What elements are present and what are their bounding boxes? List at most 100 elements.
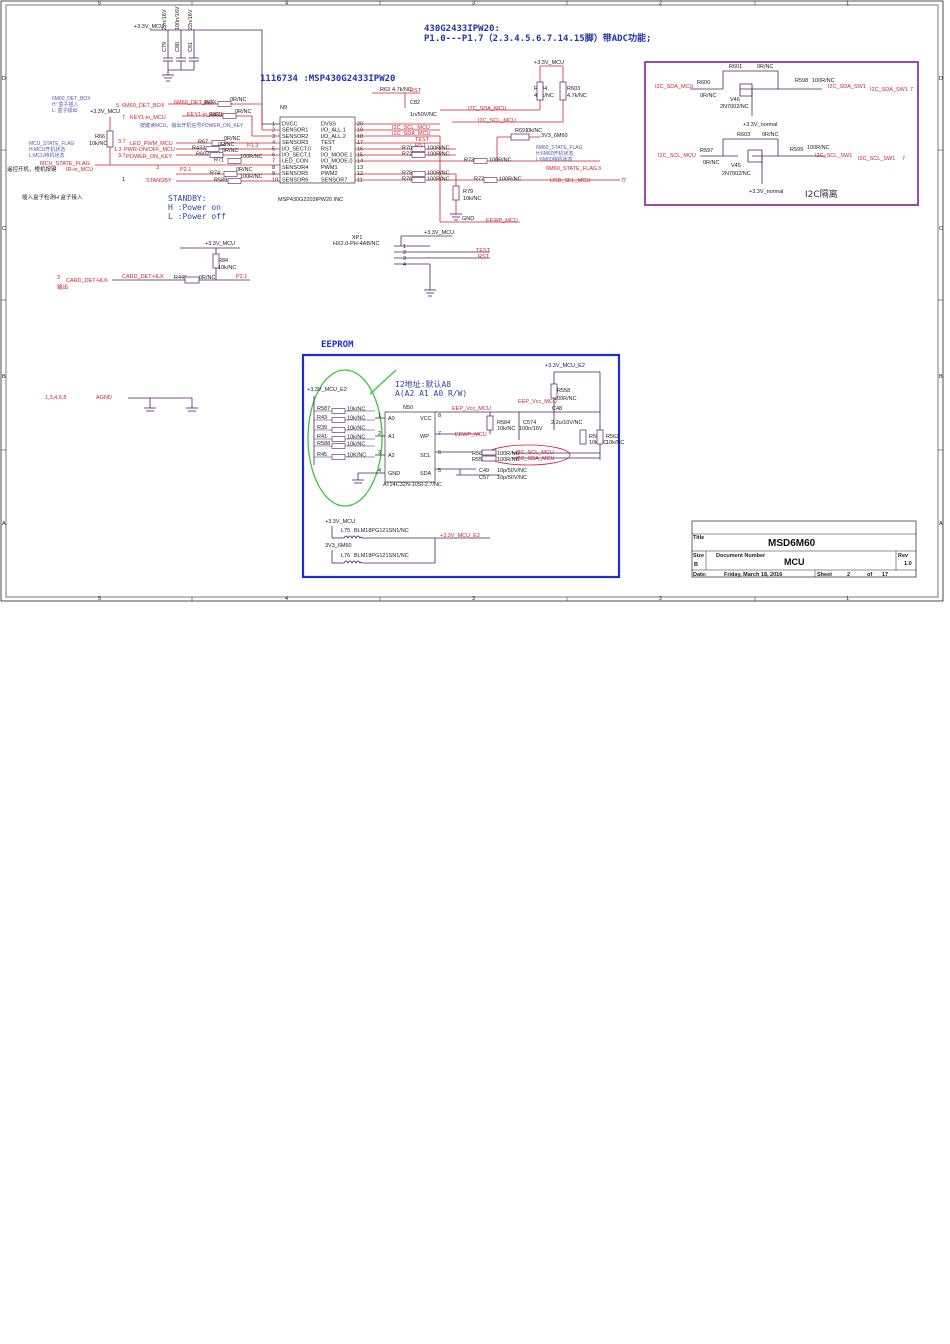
r599-ref: R599 <box>790 147 803 153</box>
i2c-sda-mcu: I2C_SDA_MCU <box>655 84 694 90</box>
r565-value: 100R/NC <box>497 451 520 457</box>
net-3v3-6m60: 3V3_6M60 <box>541 133 568 139</box>
r584-ref: R584 <box>497 420 510 426</box>
cap-labels: C79 22n/16V C80 100n/16V C81 22n/16V <box>162 6 194 52</box>
r561-body <box>579 429 587 445</box>
mcu-n9-body <box>279 116 356 184</box>
resistor-value: 10k/NC <box>347 407 365 413</box>
resistor-ref: R602 <box>196 152 209 158</box>
r600-ref: R600 <box>697 80 710 86</box>
port-num: 3.7 <box>118 153 126 159</box>
col-label: 5 <box>98 1 101 7</box>
r561-ref: R561 <box>589 434 602 440</box>
r63-value: 4.7k/NC <box>392 87 412 93</box>
net-rst: RST <box>415 143 427 149</box>
mcu-pin-number: 8 <box>272 165 275 171</box>
sig-power-on: POWER_ON_KEY <box>126 154 172 160</box>
mcu-pin-name: I/O_MODE.0 <box>321 159 352 165</box>
r559-body <box>481 455 497 462</box>
resistor-value: 0R/NC <box>224 136 241 142</box>
mcu-pin-name: I/O_SECT.1 <box>282 153 311 159</box>
mcu-pin-name: TEST <box>321 140 336 146</box>
note-det-box-l: L: 盒子拔出 <box>52 107 78 114</box>
resistor-value: 100R/NC <box>427 146 450 152</box>
r599-value: 100R/NC <box>807 145 830 151</box>
r604-value: 4.7k/NC <box>534 93 554 99</box>
card-note: 输出 <box>57 283 68 291</box>
c82-ref: C82 <box>410 100 420 106</box>
col-label: 1 <box>846 596 849 602</box>
r597-value: 0R/NC <box>703 160 720 166</box>
cap-ref: C81 <box>188 42 194 52</box>
key-note: 按键读MCU，输出开机信号POWER_ON_KEY <box>140 122 244 129</box>
r63-ref: R63 <box>380 87 390 93</box>
mcu-pin-number: 10 <box>272 177 278 183</box>
resistor-value: 10K/NC <box>347 453 366 459</box>
cap-ref: C79 <box>162 42 168 52</box>
sig-pwr: PWR-ON/OFF_MCU <box>124 147 175 153</box>
vcc-label: +3.3V_MCU <box>90 109 120 115</box>
state-note: 6M60_STATE_FLAG <box>536 145 583 151</box>
v45-fet <box>747 149 763 163</box>
r691-value: 0k/NC <box>527 128 542 134</box>
cap-value: 22n/16V <box>162 9 168 30</box>
eeprom-pin-number: 2 <box>378 431 381 437</box>
mcu-pin-number: 6 <box>272 153 275 159</box>
resistor-value: 100R/NC <box>240 154 263 160</box>
resistor-value: 10k/NC <box>347 416 365 422</box>
mcu-pin-name: DVCC <box>282 122 298 128</box>
rev-value: 1.0 <box>904 561 912 567</box>
adc-note: P1.0---P1.7（2.3.4.5.6.7.14.15脚）带ADC功能; <box>424 32 651 44</box>
col-label: 3 <box>472 1 475 7</box>
port-num: 5 <box>116 103 119 109</box>
resistor-ref: R72 <box>402 152 412 158</box>
mcu-pin-number: 13 <box>357 165 363 171</box>
resistor-value: 10k/NC <box>347 435 365 441</box>
eeprom-vcc: +3.3V_MCU_E2 <box>307 387 347 393</box>
mcu-pin-number: 15 <box>357 153 363 159</box>
left-resistors: R650R/NCR4830R/NCR670R/NCR4330R/NCR6020R… <box>192 97 263 184</box>
r84-value: 10k/NC <box>218 265 236 271</box>
c49-value: 10p/50V/NC <box>497 468 527 474</box>
card-p21: P2.1 <box>236 274 247 280</box>
r598-ref: R598 <box>795 78 808 84</box>
sheet-value: 2 <box>847 572 850 578</box>
c574-value: 100n/16V <box>519 426 543 432</box>
col-label: 2 <box>659 1 662 7</box>
xp1-net-test: TEST <box>476 248 491 254</box>
note-state: MCU_STATE_FLAG <box>29 141 74 147</box>
ferrite-vmcu: +3.3V_MCU <box>325 519 355 525</box>
v45-ref: V45 <box>731 163 741 169</box>
eeprom-part: AT24C32N-10SI-2.7/NC <box>383 482 442 488</box>
net-eewp: EEWP_MCU <box>486 218 518 224</box>
resistor-body <box>331 417 346 423</box>
c49-ref: C49 <box>479 468 489 474</box>
mcu-pin-number: 14 <box>357 159 363 165</box>
net-usb-sel: USB_SEL_MCU <box>550 178 590 184</box>
r559-ref: R559 <box>472 457 485 463</box>
r562-value: 10k/NC <box>606 440 624 446</box>
resistor-value: 100R/NC <box>427 171 450 177</box>
port-num: 7 <box>623 178 626 184</box>
i2c-scl-sw-port: I2C_SCL_SW1 <box>858 156 895 162</box>
col-label: 3 <box>472 596 475 602</box>
resistor-body <box>411 177 426 183</box>
col-label: 2 <box>659 596 662 602</box>
port-num: 3 <box>156 165 159 171</box>
row-label: B <box>939 374 943 380</box>
l76-part: BLM18PG121SN1/NC <box>354 553 409 559</box>
resistor-value: 10k/NC <box>347 426 365 432</box>
title-label: Title <box>693 535 704 541</box>
mcu-pin-name: PWM1 <box>321 165 338 171</box>
agnd-net: AGND <box>96 395 112 401</box>
sig-det-box: 6M60_DET_BOX <box>122 103 165 109</box>
l75-part: BLM18PG121SN1/NC <box>354 528 409 534</box>
r598-value: 100R/NC <box>812 78 835 84</box>
eeprom-vcc-top: +3.3V_MCU_E2 <box>545 363 585 369</box>
mcu-pin-name: SENSOR1 <box>282 128 308 134</box>
resistor-ref: R589 <box>214 178 227 184</box>
mcu-pin-name: SENSOR4 <box>282 165 308 171</box>
mcu-pin-name: SENSOR5 <box>282 171 308 177</box>
